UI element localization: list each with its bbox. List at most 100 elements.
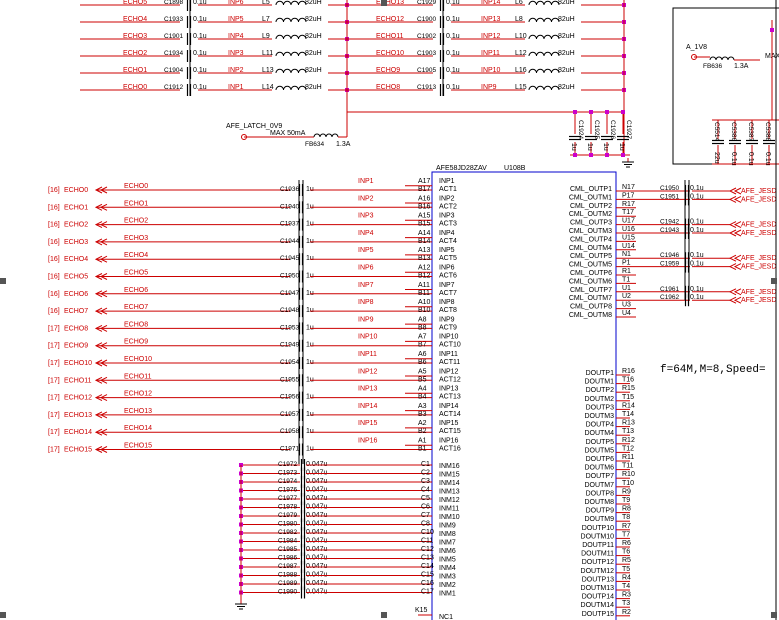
jesd-cap-ref: C1962 <box>660 294 680 301</box>
dout-pin-label: DOUTM6 <box>584 465 614 472</box>
chip-pin-b-number: B7 <box>418 342 427 349</box>
input-cap-value: 1u <box>306 203 314 210</box>
jesd-cap-ref: C1943 <box>660 227 680 234</box>
inm-pin-number: C17 <box>421 589 434 596</box>
top-mid-row-net-label: ECHO10 <box>376 50 404 57</box>
chip-pin-a-number: A15 <box>418 213 431 220</box>
chip-pin-a-label: INP5 <box>439 247 455 254</box>
dout-pin-label: DOUTP7 <box>586 473 615 480</box>
input-net-label: ECHO3 <box>124 235 148 242</box>
top-left-row-inductor <box>275 68 307 74</box>
jesd-cap-ref: C1946 <box>660 252 680 259</box>
chip-pin-b-label: ACT11 <box>439 359 460 366</box>
selection-handle-bottom-left[interactable] <box>0 612 6 618</box>
input-net-label: ECHO1 <box>124 200 148 207</box>
input-cap-ref: C1950 <box>280 273 300 280</box>
dout-pin-label: DOUTM13 <box>581 585 615 592</box>
input-cap-ref: C1954 <box>280 359 300 366</box>
dout-pin-label: DOUTM14 <box>581 602 615 609</box>
top-left-row-cap-value: 0.1u <box>193 84 207 91</box>
selection-handle-bottom-right[interactable] <box>771 612 777 618</box>
chip-pin-b-number: B14 <box>418 238 431 245</box>
input-net-label: ECHO5 <box>124 270 148 277</box>
chip-pin-a-label: INP6 <box>439 265 455 272</box>
dout-pin-number: T7 <box>622 531 630 538</box>
selection-handle-middle-right[interactable] <box>771 278 777 284</box>
top-left-row-net-label: ECHO0 <box>123 84 147 91</box>
top-mid-row-ind-value: 82uH <box>558 84 575 91</box>
chip-pin-a-number: A1 <box>418 438 427 445</box>
top-mid-row-inductor <box>528 17 560 23</box>
jesd-cap-value: 0.1u <box>690 286 704 293</box>
cml-pin-number: R1 <box>622 268 631 275</box>
frequency-note: f=64M,M=8,Speed= <box>660 364 766 376</box>
cml-pin-number: N1 <box>622 251 631 258</box>
selection-handle-bottom-center[interactable] <box>381 612 387 618</box>
jesd-port-label: AFE_JESD <box>741 289 776 296</box>
cml-pin-number: R17 <box>622 201 635 208</box>
chip-pin-b-label: ACT1 <box>439 186 457 193</box>
chip-pin-b-label: ACT2 <box>439 203 457 210</box>
power-fb-ref: FB636 <box>703 63 723 70</box>
chip-pin-a-number: A11 <box>418 282 430 289</box>
dout-pin-number: R16 <box>622 368 635 375</box>
latch-ferrite <box>313 133 339 138</box>
jesd-cap-value: 0.1u <box>690 227 704 234</box>
dout-pin-label: DOUTM7 <box>584 482 614 489</box>
input-net-label: ECHO14 <box>124 425 152 432</box>
jesd-port-label: AFE_JESD <box>741 196 776 203</box>
inm-cap-ref: C1980 <box>278 521 298 528</box>
power-net-label: A_1V8 <box>686 44 707 51</box>
cml-pin-label: CML_OUTP3 <box>570 220 612 227</box>
top-mid-row-cap-value: 0.1u <box>446 67 460 74</box>
chip-pin-a-number: A12 <box>418 265 431 272</box>
inm-pin-label: INM14 <box>439 480 460 487</box>
chip-pin-a-label: INP8 <box>439 299 455 306</box>
top-mid-row-ind-ref: L10 <box>515 33 527 40</box>
inm-pin-label: INM11 <box>439 506 459 513</box>
inm-pin-number: C14 <box>421 563 434 570</box>
dout-pin-label: DOUTP14 <box>582 594 614 601</box>
selection-handle-middle-left[interactable] <box>0 278 6 284</box>
inm-cap-ref: C1979 <box>278 512 298 519</box>
top-left-row-ind-value: 82uH <box>305 50 322 57</box>
input-sheet-ref: [17] <box>48 395 60 402</box>
chip-pin-b-number: B16 <box>418 203 431 210</box>
input-cap-ref: C1953 <box>280 324 300 331</box>
top-left-row-ind-value: 82uH <box>305 67 322 74</box>
dout-pin-number: T3 <box>622 600 630 607</box>
jesd-port-arrow <box>728 263 742 271</box>
cml-pin-number: P1 <box>622 260 631 267</box>
jesd-cap-value: 0.1u <box>690 252 704 259</box>
chip-pin-a-number: A2 <box>418 420 427 427</box>
input-port-label: ECHO14 <box>64 429 92 436</box>
chip-pin-b-label: ACT14 <box>439 411 461 418</box>
top-left-row-inductor <box>275 85 307 91</box>
dout-pin-number: R10 <box>622 471 635 478</box>
cml-pin-label: CML_OUTM6 <box>569 278 612 285</box>
chip-pin-b-number: B15 <box>418 221 431 228</box>
jesd-cap-ref: C1961 <box>660 286 680 293</box>
selection-handle-top-center[interactable] <box>381 0 387 6</box>
latch-amp-label: 1.3A <box>336 141 351 148</box>
input-cap-ref: C1936 <box>280 186 300 193</box>
chip-pin-a-number: A3 <box>418 403 427 410</box>
chip-pin-b-number: B6 <box>418 359 427 366</box>
inm-pin-label: INM2 <box>439 582 456 589</box>
inm-pin-label: INM15 <box>439 472 460 479</box>
chip-pin-b-label: ACT8 <box>439 307 457 314</box>
inm-cap-ref: C1976 <box>278 487 298 494</box>
power-cap-value: 0.1u <box>730 152 737 166</box>
top-left-row-net-label: ECHO2 <box>123 50 147 57</box>
power-cap-ref: C5387 <box>747 122 754 142</box>
cml-pin-label: CML_OUTM1 <box>569 194 612 201</box>
top-mid-row-ind-ref: L8 <box>515 16 523 23</box>
chip-pin-b-label: ACT13 <box>439 394 461 401</box>
inm-pin-number: C16 <box>421 580 434 587</box>
input-port-label: ECHO1 <box>64 204 88 211</box>
dout-pin-number: R6 <box>622 540 631 547</box>
latch-net-label: AFE_LATCH_0V9 <box>226 123 282 130</box>
jesd-port-arrow <box>728 296 742 304</box>
chip-pin-a-label: INP9 <box>439 316 455 323</box>
dout-pin-label: DOUTM5 <box>584 447 614 454</box>
